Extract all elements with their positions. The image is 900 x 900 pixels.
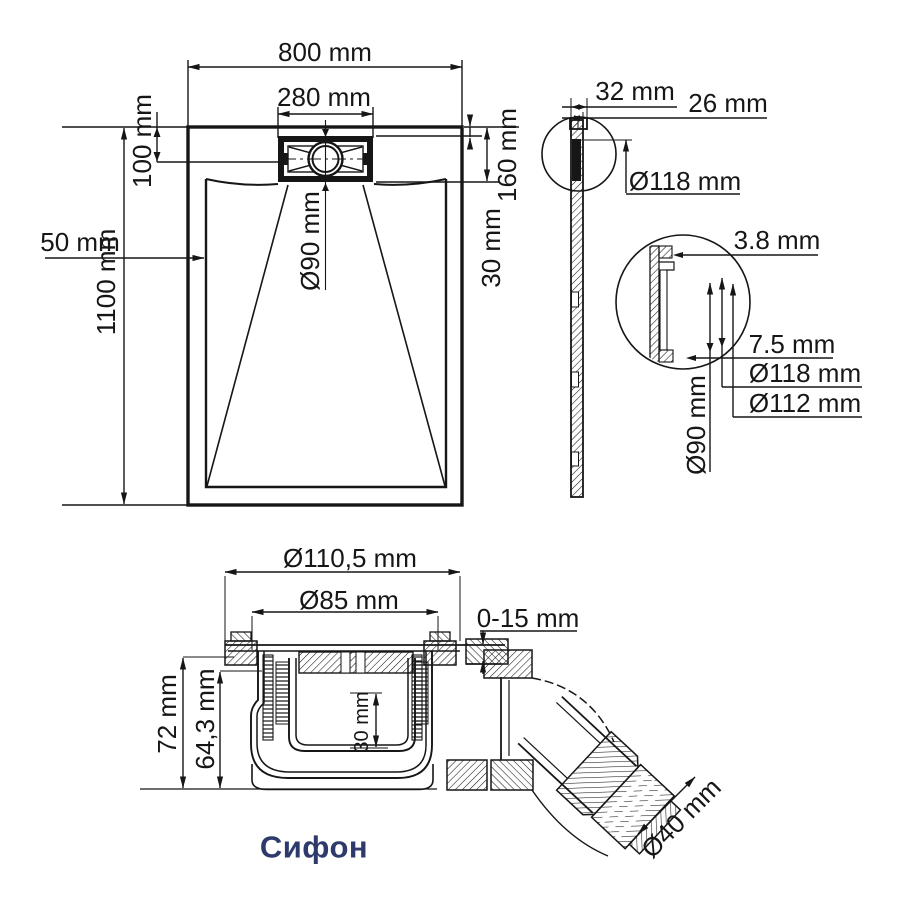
dim-step-height-label: 7.5 mm — [748, 329, 836, 359]
dim-drain-width-label: 280 mm — [277, 82, 371, 112]
dim-side-drain-diameter-label: Ø90 mm — [681, 375, 711, 475]
plan-dimension-lines — [45, 60, 519, 506]
dim-wall-offset-label: 50 mm — [40, 227, 120, 257]
dim-plan-width-label: 800 mm — [278, 37, 372, 67]
side-thickness-dimensions — [562, 98, 767, 195]
siphon-outlet — [446, 638, 682, 857]
siphon-drawing — [140, 568, 696, 857]
plan-view-drawing — [45, 60, 519, 507]
dim-drain-diameter-label: Ø90 mm — [295, 191, 325, 291]
dim-plan-length-label: 1100 mm — [91, 228, 121, 336]
dim-flange-diameter-detail-label: Ø118 mm — [748, 358, 862, 388]
siphon-body — [250, 651, 434, 791]
dim-lip-thickness-label: 3.8 mm — [733, 225, 821, 255]
dim-body-thickness-label: 26 mm — [688, 88, 768, 118]
dim-siphon-bowl-diameter-label: Ø85 mm — [299, 585, 399, 615]
siphon-caption: Сифон — [259, 829, 369, 865]
dim-cup-depth-label: 30 mm — [351, 691, 373, 753]
dim-seat-diameter-label: Ø112 mm — [748, 388, 862, 418]
dim-body-height-label: 64,3 mm — [190, 668, 220, 770]
dim-drain-offset-label: 100 mm — [127, 94, 157, 188]
dim-total-thickness-label: 32 mm — [595, 76, 675, 106]
detail-dimension-lines — [673, 252, 862, 472]
dim-total-height-label: 72 mm — [152, 674, 182, 754]
dim-drain-top-gap-label: 30 mm — [476, 208, 506, 288]
drain-seat-profile — [649, 245, 675, 367]
dim-drain-zone-depth-label: 160 mm — [492, 108, 522, 202]
dim-adjustment-range-label: 0-15 mm — [476, 603, 580, 633]
dim-flange-diameter-label: Ø118 mm — [628, 166, 742, 196]
side-view-drawing — [541, 98, 862, 498]
dim-siphon-flange-diameter-label: Ø110,5 mm — [283, 543, 417, 573]
detail-circle-drain-seat — [615, 234, 751, 370]
siphon-flange — [224, 631, 505, 666]
